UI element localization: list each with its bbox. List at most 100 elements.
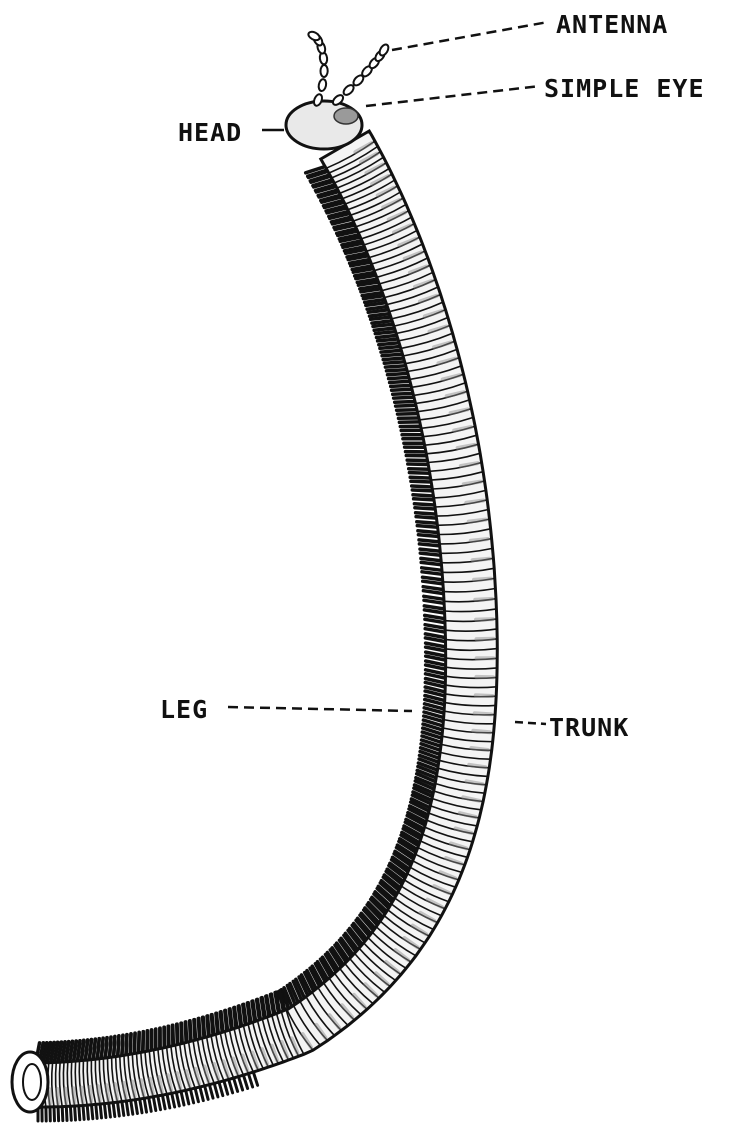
leg: [382, 354, 402, 356]
leg: [172, 1025, 173, 1045]
leg: [190, 1021, 191, 1041]
leg: [420, 553, 440, 555]
segment-shading: [115, 1084, 117, 1099]
segment-shading: [124, 1083, 126, 1098]
leg: [424, 600, 444, 603]
leg: [408, 464, 428, 465]
segment-shading: [159, 1077, 162, 1092]
segment-shading: [65, 1089, 66, 1104]
leg: [126, 1101, 128, 1115]
leg: [186, 1090, 189, 1104]
segment-shading: [476, 695, 493, 696]
leg: [224, 1081, 228, 1094]
segment-shading: [73, 1088, 74, 1102]
leg: [66, 1106, 67, 1120]
leg: [96, 1104, 97, 1118]
leg: [118, 1102, 120, 1116]
leg: [158, 1096, 161, 1110]
segment-shading: [57, 1089, 58, 1103]
leg: [387, 370, 407, 371]
leg: [421, 562, 441, 564]
leg: [372, 321, 392, 323]
leg: [377, 335, 397, 337]
leg: [423, 591, 443, 594]
leg: [422, 572, 442, 575]
segment-shading: [98, 1086, 100, 1101]
leg: [396, 405, 416, 406]
leg: [211, 1015, 213, 1035]
leg: [205, 1086, 209, 1100]
leg: [93, 1039, 95, 1059]
leg: [126, 1035, 127, 1055]
leg: [411, 481, 431, 482]
segment-shading: [469, 520, 486, 522]
leg-leader: [228, 707, 412, 711]
leg: [419, 544, 439, 546]
leg: [424, 606, 444, 609]
leg: [203, 1017, 204, 1037]
antenna-label: ANTENNA: [556, 12, 668, 37]
leg: [423, 581, 443, 584]
leg: [190, 1089, 193, 1103]
segment-shading: [474, 579, 491, 580]
antenna-bead: [318, 79, 327, 92]
simple-eye-label: SIMPLE EYE: [544, 76, 705, 101]
leg: [58, 1107, 59, 1121]
leg: [413, 495, 433, 496]
leg: [114, 1037, 115, 1057]
leg: [118, 1036, 119, 1056]
leg: [220, 1012, 222, 1032]
leg: [424, 610, 444, 613]
leg: [368, 310, 388, 313]
leg: [414, 499, 434, 500]
leg: [62, 1107, 63, 1121]
leg: [105, 1038, 107, 1058]
segment-shading: [471, 539, 488, 541]
leg: [198, 1019, 199, 1039]
leg: [243, 1005, 246, 1025]
leg: [238, 1006, 240, 1026]
leg: [219, 1082, 223, 1096]
leg: [89, 1040, 91, 1060]
leg: [394, 397, 414, 398]
leg: [229, 1009, 231, 1029]
leg: [422, 568, 442, 571]
segment-shading: [469, 765, 485, 767]
leg: [374, 328, 394, 330]
leg: [130, 1034, 131, 1054]
segment-shading: [466, 501, 483, 503]
leg: [243, 1075, 247, 1088]
segment-shading: [473, 559, 490, 560]
leg: [375, 332, 395, 334]
leg: [416, 513, 436, 514]
leg: [392, 389, 412, 390]
leg: [393, 393, 413, 394]
leg: [194, 1020, 195, 1040]
leg: [87, 1105, 88, 1119]
leg: [176, 1092, 179, 1106]
leg: [172, 1093, 175, 1107]
leg: [104, 1104, 106, 1118]
leg: [384, 362, 404, 364]
leg: [110, 1037, 112, 1057]
leg: [390, 381, 410, 382]
leg: [248, 1074, 252, 1087]
leg: [181, 1091, 184, 1105]
leg: [234, 1078, 238, 1091]
leg: [101, 1038, 103, 1058]
antenna-bead: [378, 43, 390, 57]
leg: [423, 587, 443, 590]
leg: [97, 1039, 99, 1059]
leg: [421, 558, 441, 560]
leg: [412, 490, 432, 491]
leg: [398, 414, 418, 415]
leg: [424, 596, 444, 599]
simple-eye: [334, 108, 358, 124]
segment-shading: [471, 748, 488, 750]
leg: [70, 1106, 71, 1120]
leg: [412, 486, 432, 487]
leg: [234, 1008, 236, 1028]
leg: [135, 1100, 137, 1114]
